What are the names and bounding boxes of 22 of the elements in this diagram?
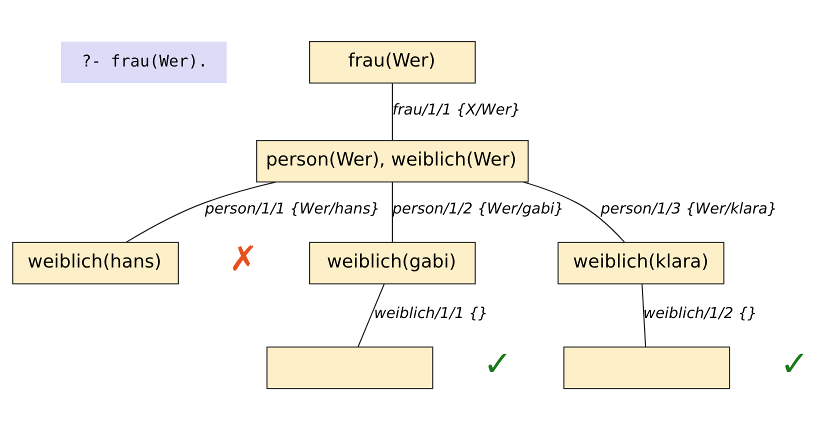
- connector: [357, 283, 385, 347]
- edge-label: person/1/3 {Wer/klara}: [600, 199, 778, 218]
- node-label: ✓: [780, 344, 810, 384]
- edge-label: weiblich/1/2 {}: [643, 304, 758, 322]
- node-box: weiblich(hans): [12, 241, 179, 284]
- label: ?- frau(Wer).: [82, 51, 208, 70]
- edge-label: person/1/1 {Wer/hans}: [204, 199, 380, 218]
- node-box: person(Wer), weiblich(Wer): [256, 139, 529, 182]
- node-box: [266, 346, 434, 389]
- edge-label: weiblich/1/1 {}: [374, 304, 488, 322]
- edge-label: frau/1/1 {X/Wer}: [392, 100, 521, 118]
- node-label: ✗: [229, 239, 258, 280]
- connector: [392, 182, 393, 242]
- connector: [126, 180, 276, 242]
- connector: [523, 180, 625, 242]
- connector: [392, 82, 393, 140]
- connector: [641, 283, 646, 346]
- node-box: [563, 346, 730, 389]
- node-box: frau(Wer): [309, 40, 476, 84]
- node-box: weiblich(klara): [558, 241, 724, 284]
- node-label: ✓: [483, 344, 512, 384]
- node-box: weiblich(gabi): [309, 241, 476, 284]
